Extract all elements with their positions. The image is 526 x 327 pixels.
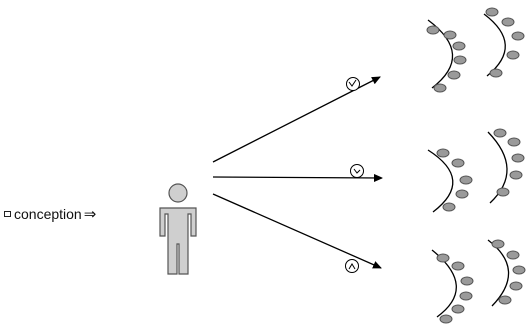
ray-top [212,76,381,163]
curved-component-icon [487,239,526,307]
curved-component-icon [426,19,467,93]
small-square-bullet-icon [4,211,11,217]
ray-middle [212,173,383,182]
input-label: conception [14,206,82,222]
curved-component-icon [487,128,525,204]
curved-component-icon [427,148,473,213]
curved-component-icon [483,7,525,78]
dial-gauge-icon [346,77,360,91]
dial-gauge-icon [350,164,364,178]
curved-component-icon [431,249,474,324]
double-arrow-icon: ⇒ [83,206,97,223]
dial-gauge-icon [345,259,359,273]
input-label-group: conception⇒ [4,206,96,223]
ray-bottom [212,193,382,269]
person-icon [159,183,197,275]
